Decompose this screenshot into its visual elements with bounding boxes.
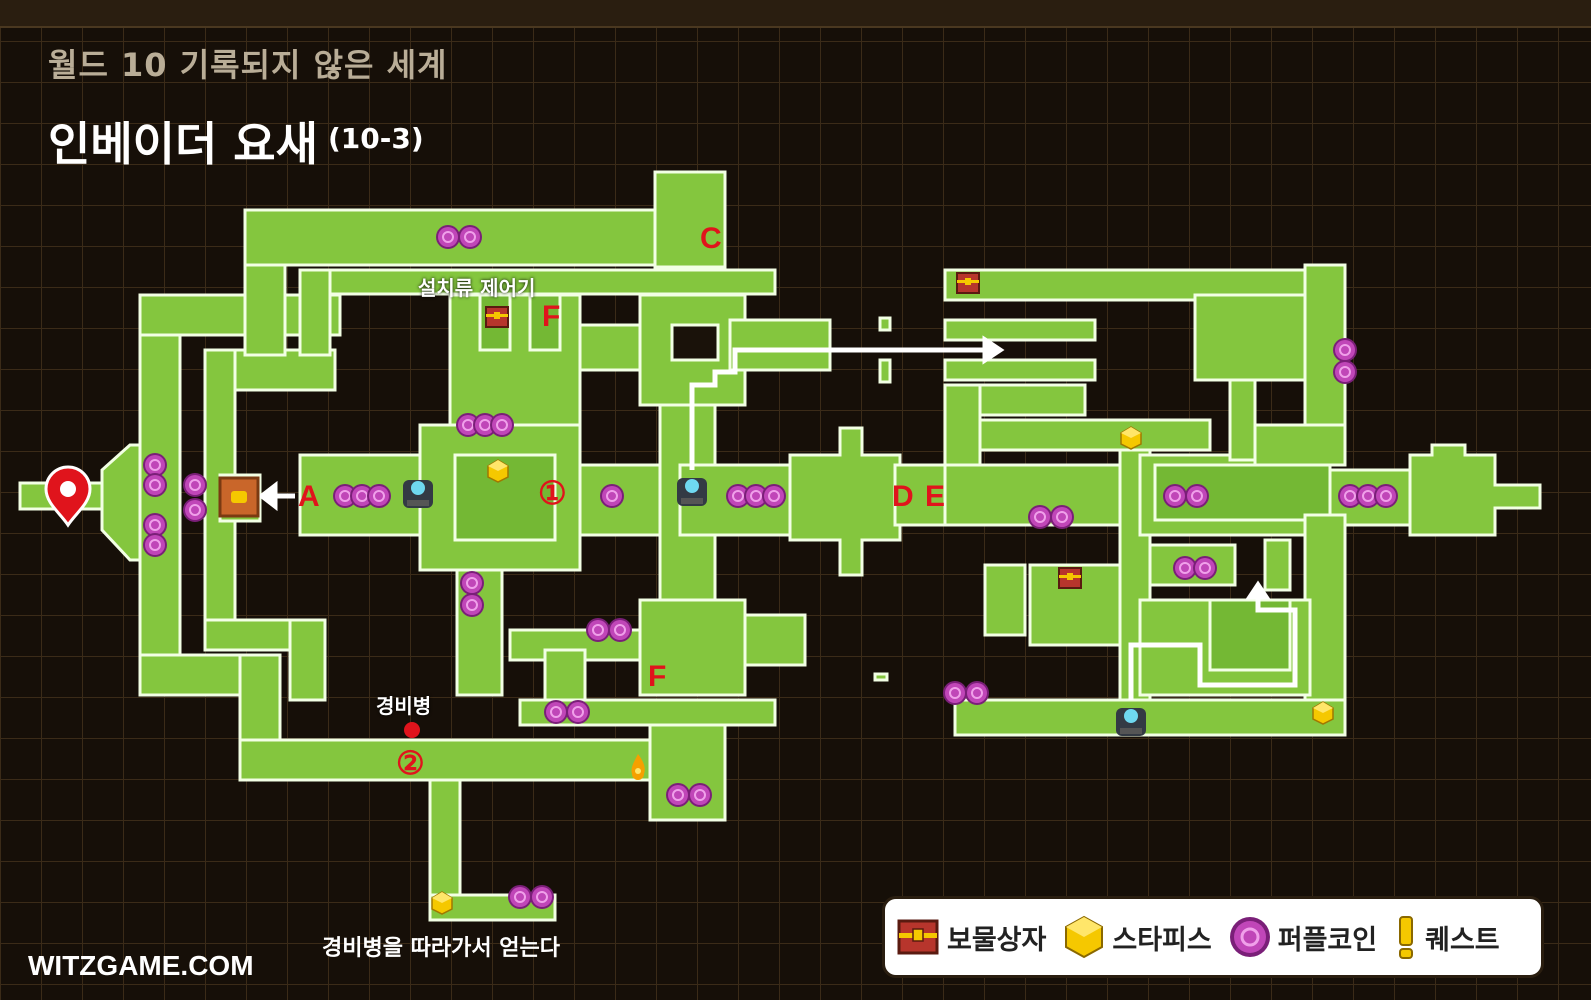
marker-1: ① xyxy=(538,475,567,511)
legend-starpiece: 스타피스 xyxy=(1062,914,1217,960)
legend-chest-label: 보물상자 xyxy=(947,924,1047,956)
legend-panel: 보물상자 스타피스 퍼플코인 퀘스트 xyxy=(882,896,1544,978)
guard-label: 경비병 xyxy=(376,694,432,718)
legend-purplecoin-label: 퍼플코인 xyxy=(1277,924,1378,956)
marker-a: A xyxy=(298,480,320,513)
stage-title: 인베이더 요새 xyxy=(48,117,318,171)
marker-d: D xyxy=(892,480,914,513)
door-knob-icon xyxy=(231,491,247,503)
flame-icon xyxy=(631,754,645,780)
purple-coin-icon xyxy=(1229,917,1270,957)
stage-code: (10-3) xyxy=(328,122,424,155)
legend-chest: 보물상자 xyxy=(895,914,1052,960)
guard-marker-icon xyxy=(404,722,420,738)
quest-exclamation-icon xyxy=(1399,916,1414,959)
treasure-chest-icon xyxy=(897,919,939,955)
legend-starpiece-label: 스타피스 xyxy=(1112,924,1212,956)
marker-f-bottom: F xyxy=(648,660,667,693)
legend-quest: 퀘스트 xyxy=(1393,914,1506,960)
marker-c: C xyxy=(700,222,722,255)
guard-note: 경비병을 따라가서 얻는다 xyxy=(322,936,560,961)
legend-purplecoin: 퍼플코인 xyxy=(1228,914,1383,960)
start-pin-icon xyxy=(44,465,92,528)
marker-e: E xyxy=(925,480,946,513)
site-watermark: WITZGAME.COM xyxy=(28,950,254,981)
legend-quest-label: 퀘스트 xyxy=(1425,924,1500,956)
top-border xyxy=(0,0,1591,28)
marker-f-top: F xyxy=(542,300,561,333)
control-label: 설치류 제어기 xyxy=(418,276,536,300)
world-title: 월드 10 기록되지 않은 세계 xyxy=(48,46,448,84)
star-piece-icon xyxy=(1065,915,1104,959)
marker-2: ② xyxy=(396,745,425,781)
route-arrows xyxy=(257,335,1298,700)
floor xyxy=(18,170,1542,922)
